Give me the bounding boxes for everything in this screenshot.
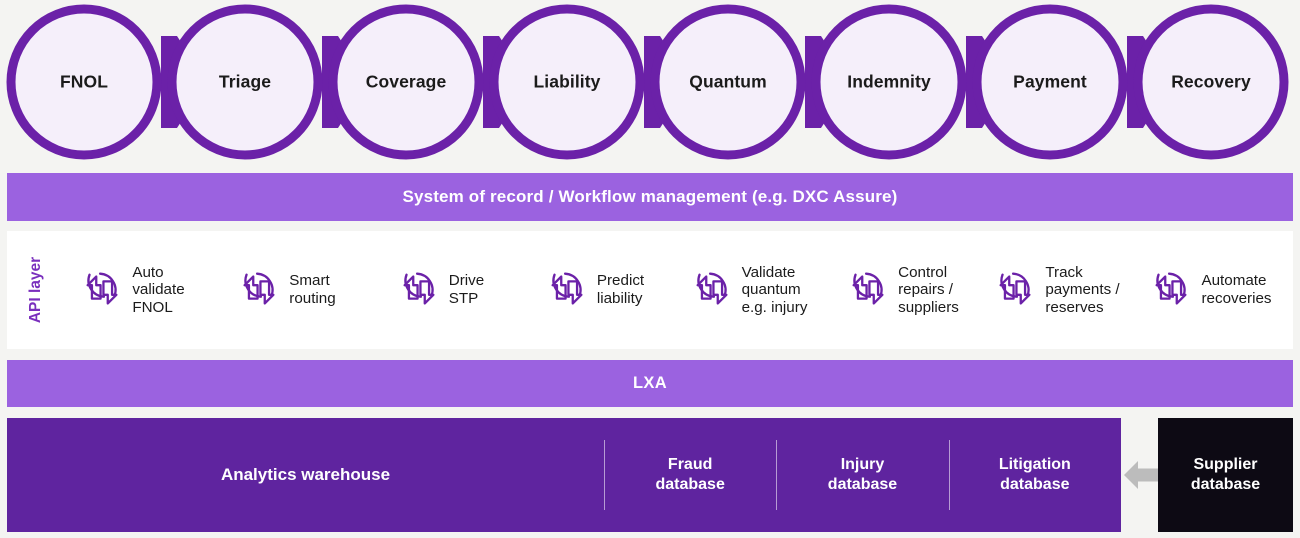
fraud-database-label: Fraud database — [655, 456, 725, 493]
lxa-band[interactable]: LXA — [7, 360, 1293, 407]
api-item-drive-stp[interactable]: Drive STP — [363, 267, 517, 313]
system-of-record-label: System of record / Workflow management (… — [402, 187, 898, 206]
lxa-label: LXA — [633, 374, 667, 392]
sync-arrows-icon — [403, 272, 435, 305]
supplier-database-label: Supplier database — [1190, 456, 1261, 493]
stage-circle-triage — [167, 4, 323, 160]
stage-circle-fnol — [6, 4, 162, 160]
claims-pipeline: FNOL Triage Coverage Liability Quantum I… — [0, 0, 1300, 165]
api-item-control-repairs[interactable]: Control repairs / suppliers — [825, 264, 979, 317]
api-item-predict-liability[interactable]: Predict liability — [517, 267, 671, 313]
api-item-validate-quantum[interactable]: Validate quantum e.g. injury — [671, 264, 825, 317]
sync-arrows-icon — [852, 272, 884, 305]
stage-label-triage[interactable]: Triage — [218, 71, 272, 92]
api-item-label: Control repairs / suppliers — [898, 263, 959, 316]
stage-label-indemnity[interactable]: Indemnity — [847, 71, 931, 92]
api-item-label: Automate recoveries — [1201, 272, 1272, 307]
injury-database-cell[interactable]: Injury database — [776, 418, 948, 532]
api-item-label: Smart routing — [289, 272, 336, 307]
data-stores-bar: Analytics warehouse Fraud database Injur… — [7, 418, 1121, 532]
api-layer-title: API layer — [17, 257, 55, 323]
pipeline-stages — [6, 4, 1289, 160]
sync-arrows-icon — [243, 272, 275, 305]
stage-circle-quantum — [650, 4, 806, 160]
injury-database-label: Injury database — [827, 456, 898, 493]
api-item-label: Track payments / reserves — [1045, 263, 1120, 316]
api-item-label: Auto validate FNOL — [132, 263, 185, 316]
api-item-auto-validate-fnol[interactable]: Auto validate FNOL — [55, 264, 209, 317]
supplier-database-box[interactable]: Supplier database — [1158, 418, 1293, 532]
stage-label-quantum[interactable]: Quantum — [689, 71, 767, 92]
litigation-database-cell[interactable]: Litigation database — [948, 418, 1121, 532]
api-item-label: Validate quantum e.g. injury — [741, 263, 808, 316]
analytics-warehouse-cell[interactable]: Analytics warehouse — [7, 418, 604, 532]
system-of-record-band[interactable]: System of record / Workflow management (… — [7, 173, 1293, 221]
left-arrow-icon — [1124, 461, 1158, 489]
stage-circle-payment — [972, 4, 1128, 160]
sync-arrows-icon — [551, 272, 583, 305]
api-layer-title-text: API layer — [27, 256, 45, 324]
stage-label-coverage[interactable]: Coverage — [365, 71, 447, 92]
api-layer-panel: API layer Auto validate FNOL — [7, 231, 1293, 349]
sync-arrows-icon — [86, 272, 118, 305]
api-item-smart-routing[interactable]: Smart routing — [209, 267, 363, 313]
litigation-database-label: Litigation database — [998, 456, 1071, 493]
api-item-automate-recoveries[interactable]: Automate recoveries — [1133, 267, 1287, 313]
stage-label-recovery[interactable]: Recovery — [1171, 71, 1251, 92]
stage-label-fnol[interactable]: FNOL — [59, 71, 109, 92]
sync-arrows-icon — [1155, 272, 1187, 305]
stage-circle-liability — [489, 4, 645, 160]
stage-label-payment[interactable]: Payment — [1013, 71, 1087, 92]
api-item-label: Drive STP — [448, 272, 485, 307]
stage-circle-indemnity — [811, 4, 967, 160]
analytics-warehouse-label: Analytics warehouse — [220, 465, 391, 484]
api-item-track-payments[interactable]: Track payments / reserves — [979, 264, 1133, 317]
stage-circle-coverage — [328, 4, 484, 160]
stage-circle-recovery — [1133, 4, 1289, 160]
stage-label-liability[interactable]: Liability — [533, 71, 601, 92]
pipeline-graphic — [6, 4, 1289, 160]
api-layer-items: Auto validate FNOL Smart routing — [55, 231, 1293, 349]
fraud-database-cell[interactable]: Fraud database — [604, 418, 776, 532]
api-item-label: Predict liability — [596, 272, 645, 307]
sync-arrows-icon — [696, 272, 728, 305]
sync-arrows-icon — [999, 272, 1031, 305]
